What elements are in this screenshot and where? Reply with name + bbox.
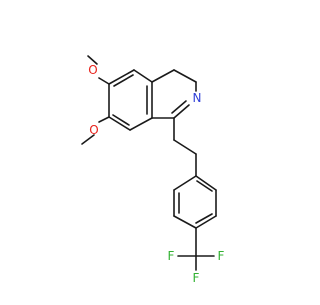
structure-canvas: O O N F F F — [81, 55, 225, 285]
fluorine-atom-label-right: F — [218, 249, 225, 263]
bond-ring-b-4 — [173, 104, 190, 119]
nitrogen-atom-label: N — [193, 91, 202, 105]
oxygen-atom-label-upper: O — [88, 63, 97, 77]
bond-ring-c-3 — [195, 215, 217, 229]
atom-label-layer: O O N F F F — [88, 63, 224, 285]
bond-ring-c-1 — [195, 175, 217, 191]
bond-ring-b-2 — [173, 69, 197, 83]
bond-ring-c-1-inner — [196, 180, 213, 192]
bond-ring-c-6 — [173, 175, 197, 191]
bond-ring-a-5-inner — [112, 114, 130, 126]
bond-c-n-double — [171, 100, 187, 114]
bond-ring-b-1 — [151, 69, 175, 83]
bond-ring-a-1-inner — [113, 74, 134, 87]
bond-methyl-o-upper — [87, 55, 98, 65]
bond-ring-c-4 — [173, 215, 197, 229]
bond-ring-a-2 — [133, 69, 153, 83]
bond-ring-a-1 — [108, 69, 135, 85]
bond-ring-c-3-inner — [195, 213, 213, 224]
bond-methyl-o-lower — [81, 134, 95, 145]
fluorine-atom-label-left: F — [168, 249, 175, 263]
fluorine-atom-label-bottom: F — [193, 271, 200, 285]
bond-layer — [81, 55, 217, 271]
oxygen-atom-label-lower: O — [89, 123, 98, 137]
molecule-diagram: O O N F F F — [81, 55, 225, 285]
bond-linker-2 — [173, 139, 197, 155]
bond-o-lower-ring — [98, 116, 110, 123]
bond-ring-a-5 — [108, 116, 131, 131]
bond-ring-a-4 — [129, 117, 153, 131]
bond-o-upper-ring — [98, 77, 110, 85]
